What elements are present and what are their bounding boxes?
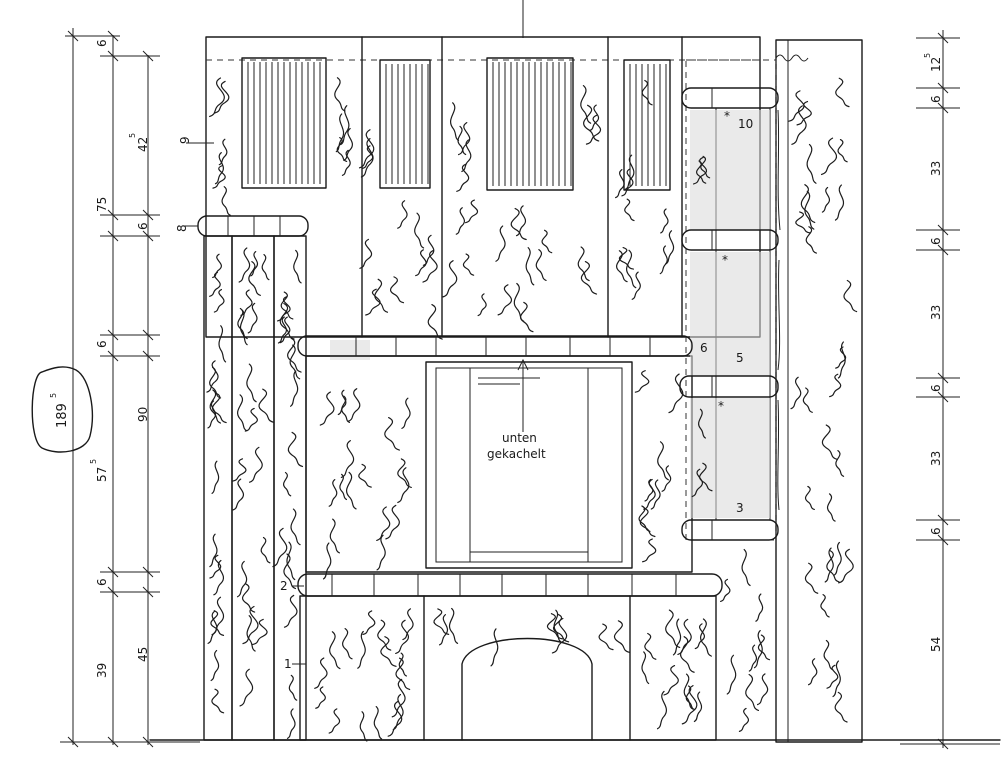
rdim-cornice-4: 6 [929, 527, 943, 535]
louvre-panel-1 [241, 57, 327, 189]
marker-6: 6 [700, 341, 708, 355]
stove-body [203, 36, 863, 743]
louvre-panel-3 [486, 57, 574, 191]
marker-5: 5 [736, 351, 744, 365]
left-dimension-lines: 6 75 42 5 6 6 90 57 5 6 39 45 [60, 28, 200, 748]
dim-top-band: 6 [95, 39, 109, 47]
marker-8: 8 [175, 224, 189, 232]
marker-star-1: * [724, 109, 730, 123]
total-height-callout: 189 5 [31, 366, 93, 453]
pencil-shading [330, 110, 770, 518]
dim-upper-section: 75 [95, 197, 109, 212]
marker-1: 1 [284, 657, 292, 671]
dim-base-a: 39 [95, 663, 109, 678]
note-line-1: unten [502, 431, 537, 445]
marker-3: 3 [736, 501, 744, 515]
marker-9: 9 [178, 136, 192, 144]
dim-base-b: 45 [136, 647, 150, 662]
rdim-base: 54 [929, 637, 943, 652]
dim-left-total: 57 [95, 467, 109, 482]
louvre-panel-4 [623, 59, 671, 191]
dim-middle-cornice: 6 [95, 340, 109, 348]
rdim-shelf-3: 33 [929, 451, 943, 466]
dim-left-total-sup: 5 [89, 459, 98, 464]
note-line-2: gekachelt [487, 447, 546, 461]
right-dimension-lines: 12 5 6 33 6 33 6 33 6 54 [900, 30, 1000, 750]
rdim-shelf-1: 33 [929, 161, 943, 176]
dim-upper-cornice: 6 [136, 222, 150, 230]
total-height-sup: 5 [49, 393, 58, 398]
rdim-top-sup: 5 [923, 53, 932, 58]
strip-scribbles [775, 54, 809, 511]
marker-star-2: * [722, 253, 728, 267]
rdim-cornice-3: 6 [929, 384, 943, 392]
dim-upper-panel-sup: 5 [128, 133, 137, 138]
rdim-top: 12 [929, 57, 943, 72]
rdim-shelf-2: 33 [929, 305, 943, 320]
dim-lower-cornice: 6 [95, 578, 109, 586]
louvre-panel-2 [379, 59, 431, 189]
middle-cornice [297, 335, 693, 357]
rdim-cornice-1: 6 [929, 95, 943, 103]
marker-2: 2 [280, 579, 288, 593]
dim-middle-section: 90 [136, 407, 150, 422]
lower-cornice [297, 573, 723, 597]
markers: 9 8 2 1 3 5 6 10 * * * [175, 109, 753, 671]
marker-star-3: * [718, 399, 724, 413]
dim-upper-panel: 42 [136, 137, 150, 152]
total-height-value: 189 [55, 403, 70, 428]
rdim-cornice-2: 6 [929, 237, 943, 245]
upper-cornice [197, 215, 309, 237]
marker-10: 10 [738, 117, 753, 131]
tiled-below-note: unten gekachelt [487, 358, 546, 461]
tile-texture [206, 77, 858, 742]
